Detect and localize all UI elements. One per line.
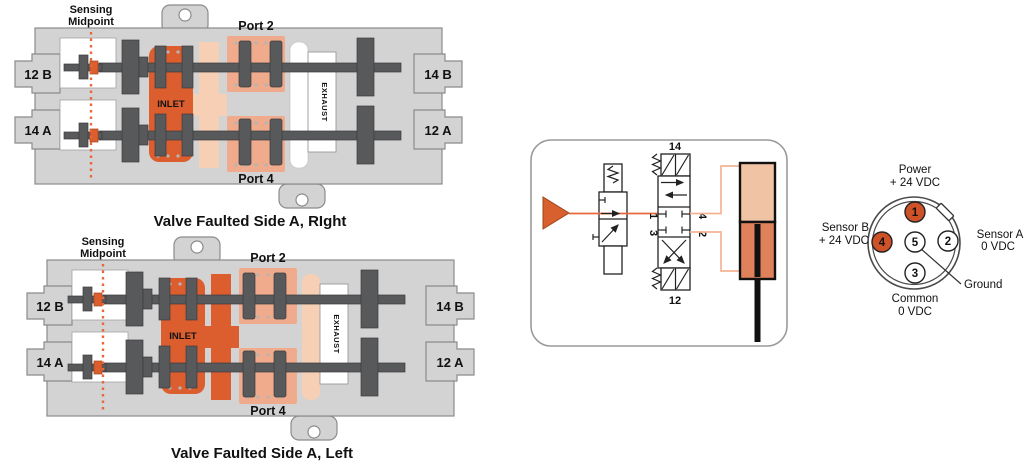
sensor-target-bottom	[89, 128, 99, 143]
diagram-caption: Valve Faulted Side A, Left	[171, 445, 353, 462]
inlet-label: INLET	[157, 99, 185, 110]
spool-assembly	[63, 37, 402, 166]
sensor-target-bottom	[93, 360, 103, 375]
port2-output-line	[690, 231, 740, 272]
common-voltage-label: 0 VDC	[898, 306, 932, 318]
pressure-source-symbol	[542, 196, 570, 230]
label-14B: 14 B	[436, 299, 463, 314]
sensing-label-line1: Sensing	[82, 236, 125, 248]
connector-keyway	[935, 202, 955, 222]
port4-output-line	[690, 165, 740, 215]
pin-1-number: 1	[912, 207, 919, 219]
exhaust-label: EXHAUST	[332, 314, 341, 353]
port-block-14A	[26, 341, 73, 382]
port-block-12B	[26, 285, 73, 326]
pilot-12-label: 12	[669, 295, 681, 307]
label-12A: 12 A	[437, 355, 465, 370]
pilot-valve-symbol	[592, 163, 628, 275]
label-12B: 12 B	[36, 299, 63, 314]
sensor-target-top	[89, 60, 99, 75]
ground-leader-line	[919, 247, 962, 285]
diagram-caption: Valve Faulted Side A, RIght	[154, 213, 347, 230]
port-block-14B	[413, 53, 463, 94]
label-12B: 12 B	[24, 67, 51, 82]
pin-4-number: 4	[879, 237, 886, 249]
port-2-label: 2	[696, 231, 708, 237]
sensor-b-label: Sensor B	[822, 222, 870, 234]
main-valve-symbol	[651, 153, 691, 291]
pilot-14-label: 14	[669, 141, 682, 153]
port-3-label: 3	[647, 230, 659, 236]
valve-diagram-faulted-left: Sensing Midpoint Port 2 Port 4 12 B 14 A…	[26, 236, 475, 462]
port-1-label: 1	[647, 213, 659, 219]
pin-5	[904, 231, 926, 253]
port-block-14B	[425, 285, 475, 326]
port4-label: Port 4	[250, 404, 285, 418]
connector-pinout: 1 2 3 4 5 Power + 24 VDC Sensor A 0 VDC …	[819, 164, 1024, 318]
port2-label: Port 2	[238, 19, 273, 33]
right-channel	[302, 274, 320, 400]
power-label: Power	[899, 164, 932, 176]
label-14A: 14 A	[37, 355, 65, 370]
common-label: Common	[892, 293, 939, 305]
port-block-12B	[14, 53, 61, 94]
spool-assembly	[67, 269, 406, 398]
port-block-14A	[14, 109, 61, 150]
label-14A: 14 A	[25, 123, 53, 138]
inlet-label: INLET	[169, 331, 197, 342]
pin-4	[871, 231, 893, 253]
right-channel	[289, 41, 309, 169]
sensing-label-line1: Sensing	[70, 4, 113, 16]
sensor-b-voltage-label: + 24 VDC	[819, 235, 869, 247]
ground-label: Ground	[964, 279, 1002, 291]
pin-5-number: 5	[912, 237, 919, 249]
pin-1	[904, 201, 926, 223]
pin-3-number: 3	[912, 268, 918, 280]
sensor-a-voltage-label: 0 VDC	[981, 241, 1015, 253]
port4-label: Port 4	[238, 172, 273, 186]
cylinder-rod	[754, 222, 761, 342]
pneumatic-schematic: 14 12 1 3 4 2	[530, 139, 788, 347]
sensing-label-line2: Midpoint	[68, 16, 114, 28]
valve-diagram-faulted-right: Sensing Midpoint Port 2 Port 4 12 B 14 A…	[14, 4, 463, 230]
sensing-label-line2: Midpoint	[80, 248, 126, 260]
sensor-target-top	[93, 292, 103, 307]
port-block-12A	[413, 109, 463, 150]
port-4-label: 4	[696, 213, 708, 220]
pin-2-number: 2	[945, 236, 951, 248]
label-14B: 14 B	[424, 67, 451, 82]
power-voltage-label: + 24 VDC	[890, 177, 940, 189]
cylinder-symbol	[738, 161, 777, 342]
label-12A: 12 A	[425, 123, 453, 138]
port2-label: Port 2	[250, 251, 285, 265]
sensor-a-label: Sensor A	[977, 229, 1024, 241]
pin-3	[904, 262, 926, 284]
pin-2	[937, 230, 959, 252]
port-block-12A	[425, 341, 475, 382]
exhaust-label: EXHAUST	[320, 82, 329, 121]
